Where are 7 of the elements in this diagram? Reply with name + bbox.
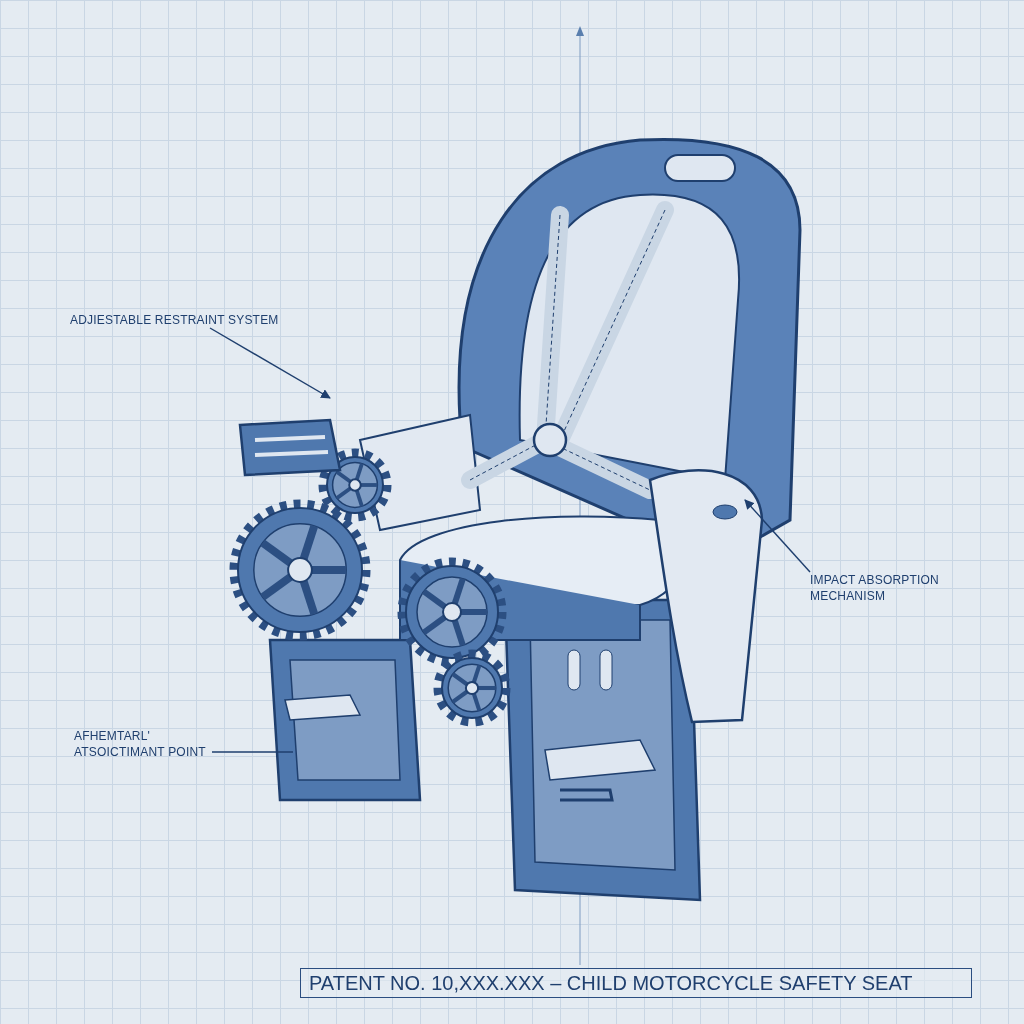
leader-line [209,327,331,399]
leader-line [744,499,811,573]
callout-label: ADJIESTABLE RESTRAINT SYSTEM [70,312,279,328]
leader-line [211,751,294,753]
callout-label: AFHEMTARL' ATSOICTIMANT POINT [74,728,212,760]
callout-label: IMPACT ABSORPTION MECHANISM [810,572,960,604]
title-block: PATENT NO. 10,XXX.XXX – CHILD MOTORCYCLE SAFETY SEAT [300,968,972,998]
